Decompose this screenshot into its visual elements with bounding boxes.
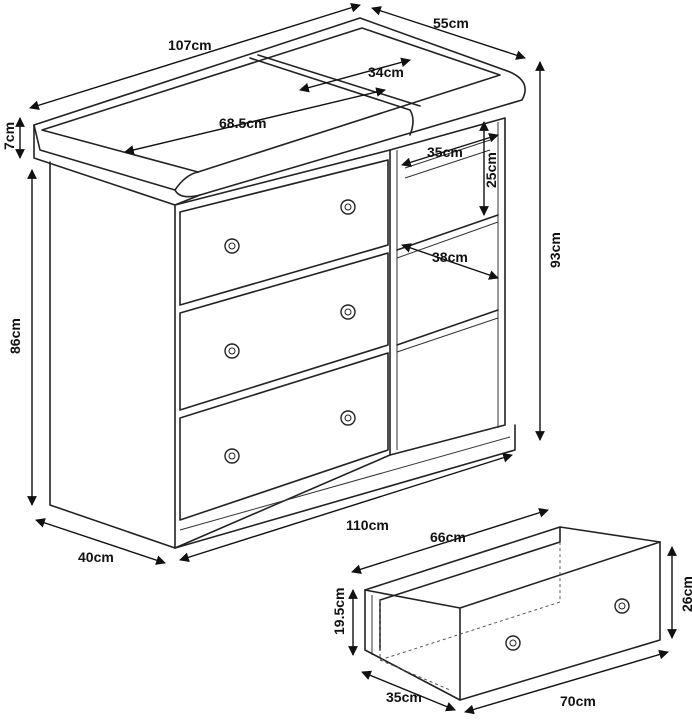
label-total-height: 93cm [547, 232, 563, 268]
label-drawer-front-height: 26cm [679, 576, 692, 612]
changing-dresser [33, 17, 526, 549]
label-shelf-width-top: 35cm [427, 144, 463, 160]
label-shelf-depth: 38cm [432, 249, 468, 265]
label-rail-height: 7cm [1, 122, 17, 150]
label-drawer-inner-height: 19.5cm [331, 588, 347, 635]
label-top-inner-small: 34cm [368, 64, 404, 80]
label-shelf-height: 25cm [483, 152, 499, 188]
label-base-width: 110cm [346, 517, 389, 533]
label-top-depth: 55cm [433, 15, 469, 31]
label-base-depth: 40cm [78, 549, 114, 565]
label-drawer-width: 66cm [430, 529, 466, 545]
drawer-detail [364, 526, 661, 701]
label-drawer-front-width: 70cm [560, 693, 596, 709]
drawer-dimension-arrows [348, 507, 677, 715]
label-top-inner-large: 68.5cm [219, 115, 266, 131]
label-top-width: 107cm [168, 37, 212, 53]
label-body-height: 86cm [7, 318, 23, 354]
drawer-knobs [224, 199, 356, 464]
dresser-dimension-arrows [15, 2, 545, 565]
label-drawer-depth: 35cm [386, 689, 422, 705]
